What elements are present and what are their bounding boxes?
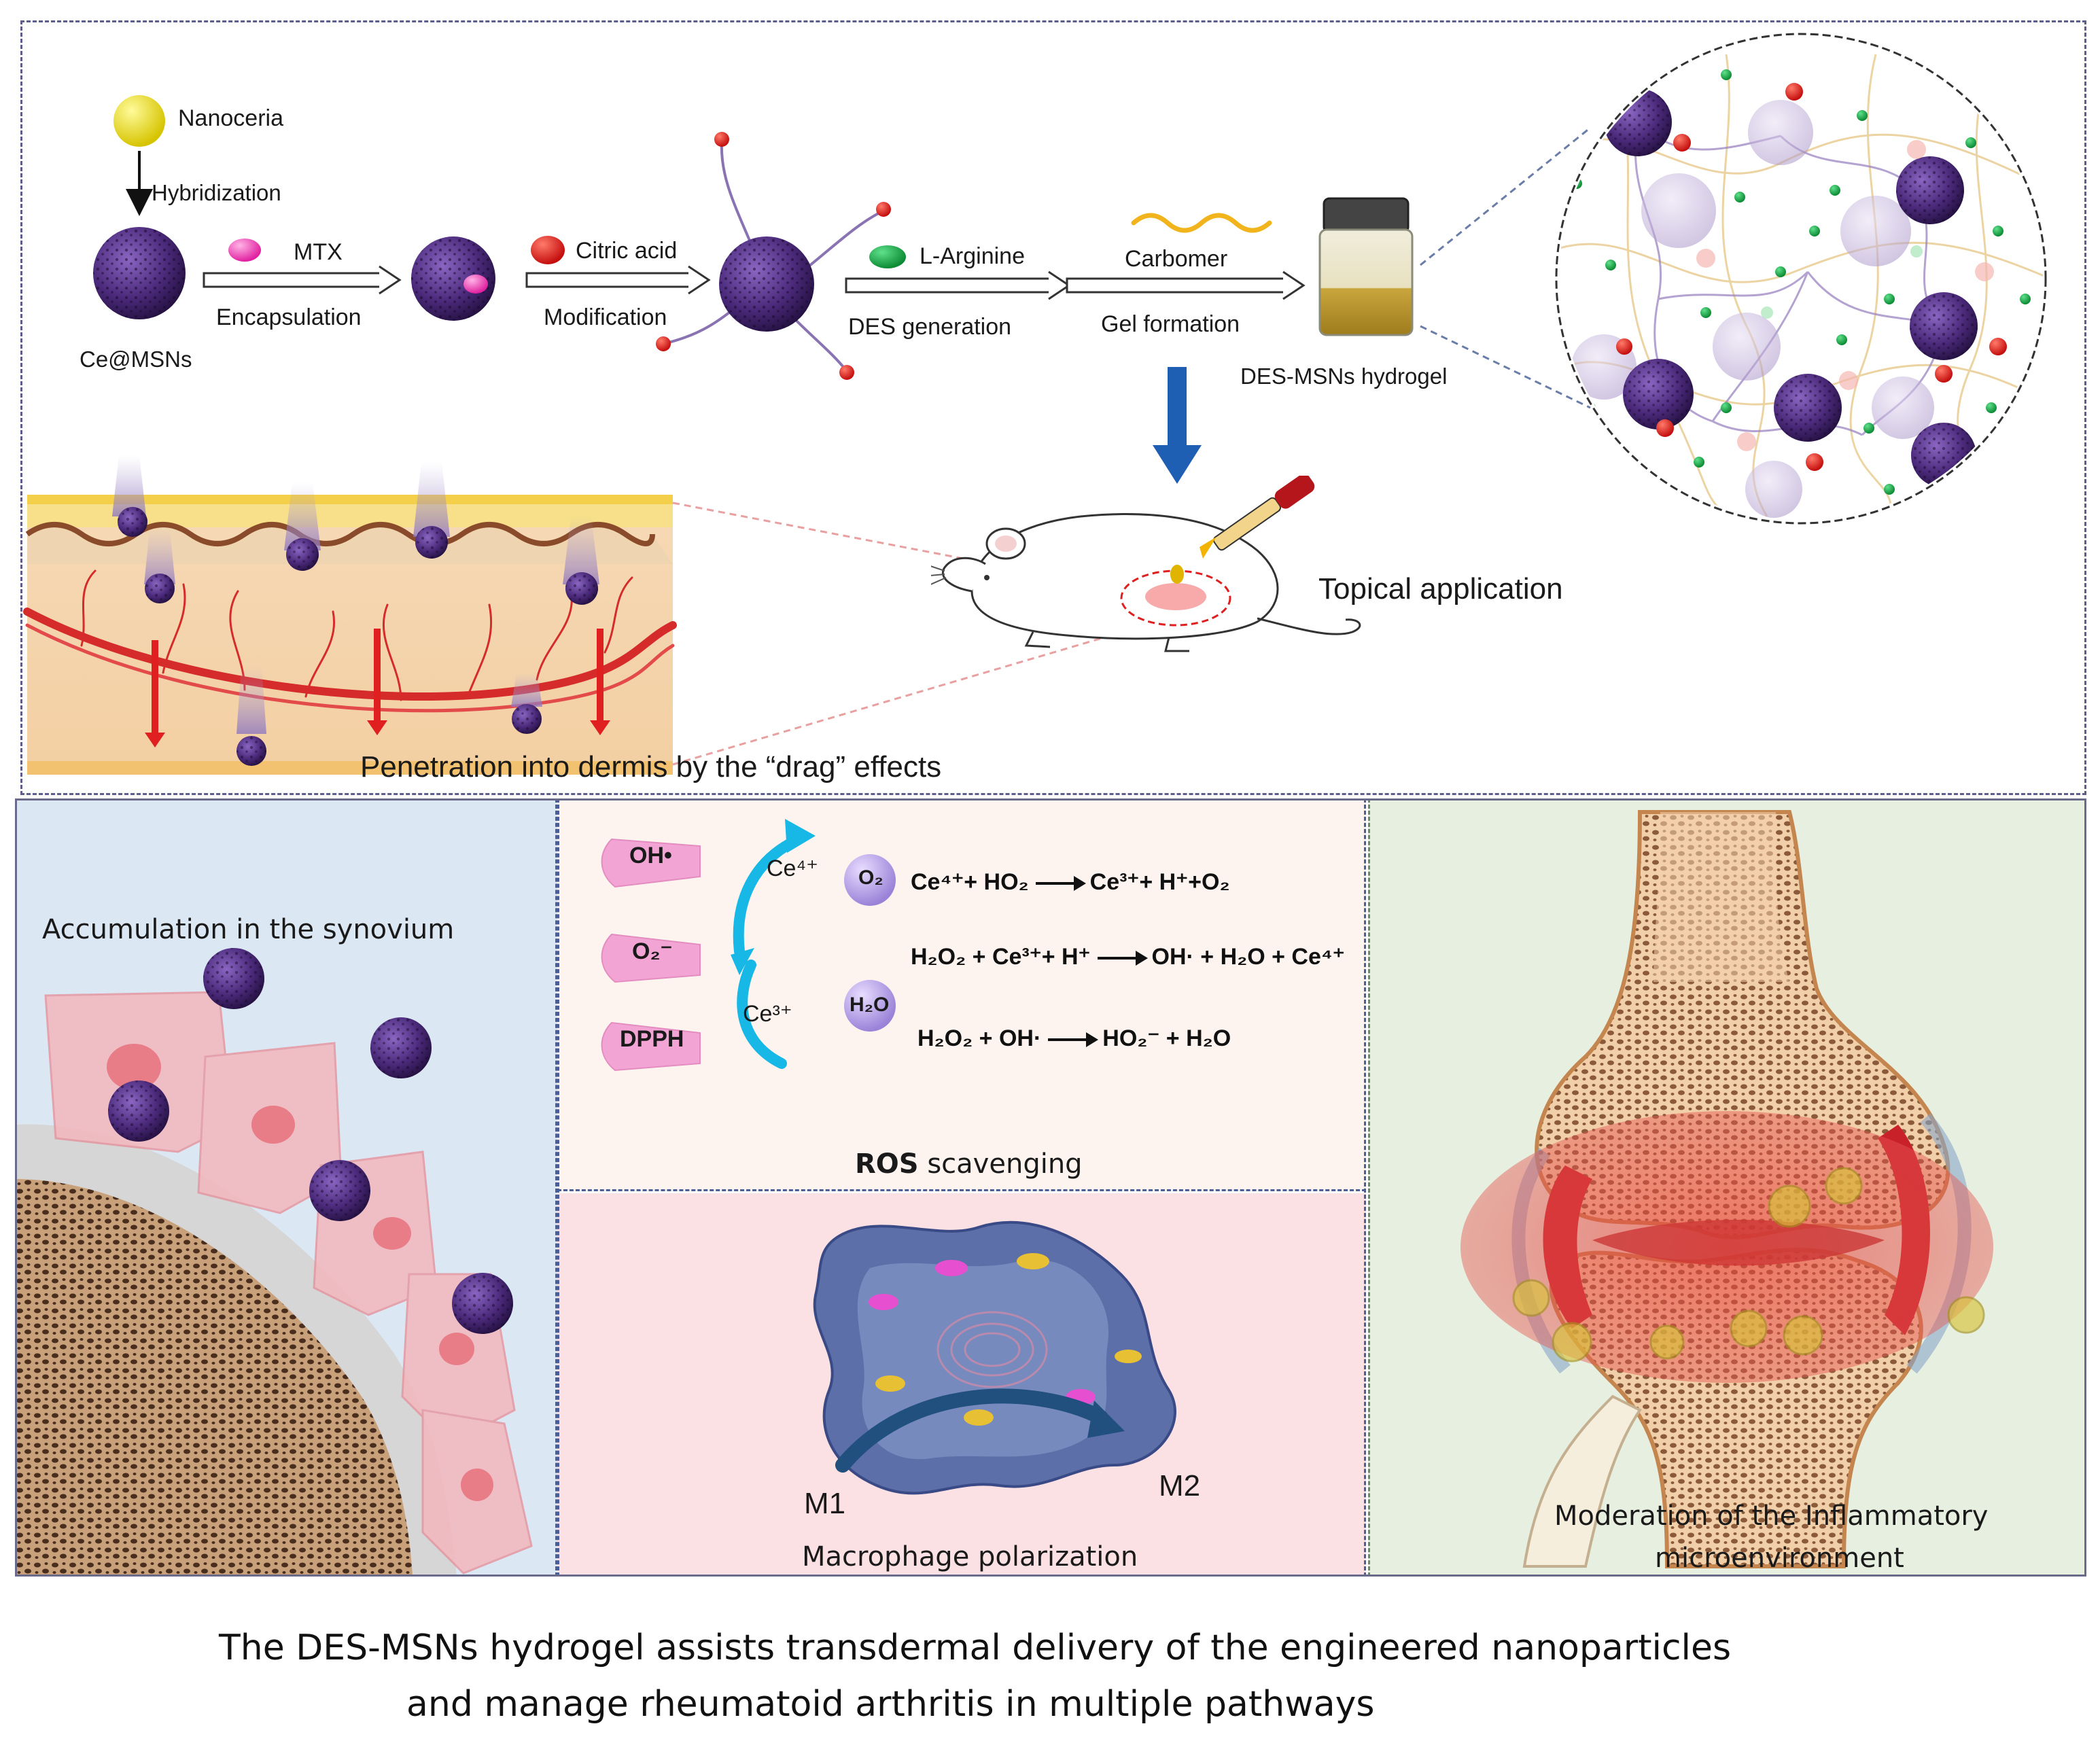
- ce-msns-label: Ce@MSNs: [80, 347, 192, 372]
- reaction-arrow: [1035, 876, 1086, 892]
- reaction-2: H₂O₂ + Ce³⁺+ H⁺OH· + H₂O + Ce⁴⁺: [911, 944, 1345, 970]
- blue-down-arrow: [1153, 367, 1202, 484]
- encapsulation-label: Encapsulation: [216, 304, 362, 330]
- ce-msns-particle: [93, 227, 186, 319]
- penetration-label: Penetration into dermis by the “drag” ef…: [360, 750, 942, 784]
- mtx-loaded-particle: [411, 236, 495, 321]
- modification-label: Modification: [544, 304, 667, 330]
- macrophage-title: Macrophage polarization: [802, 1541, 1138, 1572]
- top-panel: [20, 20, 2086, 795]
- o2-ball: [844, 854, 896, 906]
- arrow-encapsulation: [203, 265, 402, 295]
- m1-label: M1: [804, 1487, 846, 1520]
- hydrogel-network: [1555, 33, 2047, 525]
- gel-formation-label: Gel formation: [1101, 311, 1240, 337]
- ros-title: ROS scavenging: [855, 1148, 1083, 1180]
- macrophage-illustration: [813, 1220, 1176, 1495]
- synovium-illustration: [15, 948, 533, 1577]
- hydrogel-jar: [1318, 197, 1414, 336]
- arrow-gel-formation: [1066, 270, 1306, 300]
- reaction-3: H₂O₂ + OH·HO₂⁻ + H₂O: [917, 1025, 1231, 1051]
- oh-radical-label: OH•: [629, 843, 672, 868]
- citric-acid-drop: [531, 236, 565, 264]
- dropper-icon: [1170, 476, 1315, 584]
- superoxide-label: O₂⁻: [632, 938, 673, 964]
- h2o-ball-label: H₂O: [850, 993, 890, 1016]
- hybridization-label: Hybridization: [152, 180, 281, 205]
- caption-line2: and manage rheumatoid arthritis in multi…: [406, 1684, 1375, 1725]
- mouse-illustration: [931, 476, 1361, 652]
- l-arginine-label: L-Arginine: [920, 243, 1025, 269]
- mtx-label: MTX: [294, 239, 343, 265]
- topical-application-label: Topical application: [1318, 572, 1563, 605]
- modified-particle: [656, 132, 891, 380]
- carbomer-label: Carbomer: [1125, 246, 1228, 272]
- hydrogel-label: DES-MSNs hydrogel: [1240, 364, 1448, 389]
- caption-line1: The DES-MSNs hydrogel assists transderma…: [219, 1628, 1732, 1668]
- h2o-ball: [844, 980, 896, 1032]
- nanoceria-particle: [113, 95, 165, 147]
- top-diagram: [93, 95, 1591, 484]
- zoom-lines: [672, 502, 1170, 766]
- skin-cross-section: [23, 455, 677, 775]
- skin-nanoparticles: [112, 455, 599, 766]
- ce3-label: Ce³⁺: [743, 1001, 792, 1027]
- reaction-arrow: [1048, 1032, 1099, 1048]
- bottom-frame: [15, 798, 2086, 1577]
- ros-illustration: [601, 819, 896, 1072]
- citric-acid-label: Citric acid: [576, 238, 678, 264]
- joint-illustration: [1460, 810, 1993, 1568]
- joint-title-line1: Moderation of the Inflammatory: [1554, 1500, 1989, 1532]
- l-arginine-drop: [869, 245, 906, 268]
- o2-ball-label: O₂: [858, 866, 883, 889]
- arrow-des-generation: [845, 270, 1071, 300]
- des-generation-label: DES generation: [848, 314, 1012, 340]
- penetration-arrows: [145, 629, 610, 748]
- carbomer-chain: [1131, 213, 1272, 233]
- dpph-label: DPPH: [620, 1026, 684, 1052]
- mtx-pill: [228, 239, 261, 262]
- nanoceria-label: Nanoceria: [178, 105, 283, 131]
- reaction-arrow: [1097, 951, 1148, 966]
- synovium-title: Accumulation in the synovium: [42, 914, 455, 945]
- ce4-label: Ce⁴⁺: [767, 856, 819, 881]
- joint-title-line2: microenvironment: [1655, 1543, 1904, 1574]
- arrow-modification: [525, 265, 711, 295]
- m2-label: M2: [1159, 1469, 1201, 1502]
